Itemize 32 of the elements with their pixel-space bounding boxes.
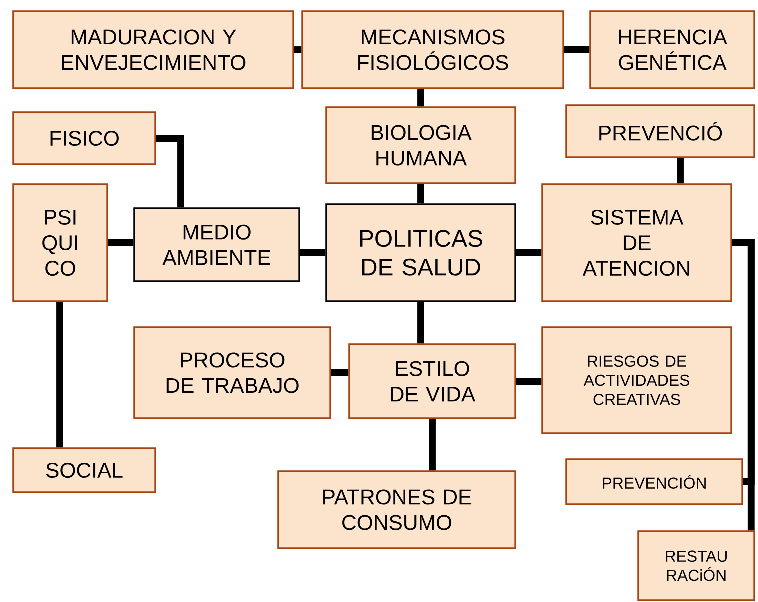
connector-line [429, 419, 436, 471]
connector-line [156, 135, 184, 208]
connector-line [294, 46, 302, 54]
concept-box: PREVENCIÓN [566, 458, 744, 506]
connector-line [300, 250, 326, 256]
concept-box: HERENCIA GENÉTICA [590, 10, 756, 90]
connector-line [564, 46, 590, 54]
concept-box: RESTAU RACiÓN [638, 530, 756, 602]
concept-box: MECANISMOS FISIOLÓGICOS [302, 10, 564, 90]
concept-box: SOCIAL [12, 448, 156, 494]
concept-box: MEDIO AMBIENTE [134, 208, 300, 282]
connector-line [418, 89, 424, 107]
connector-line [516, 250, 542, 256]
connector-line [56, 302, 64, 448]
concept-box: PSI QUI CO [12, 184, 108, 302]
concept-box: PROCESO DE TRABAJO [134, 326, 332, 420]
connector-line [516, 378, 542, 385]
concept-box: BIOLOGIA HUMANA [326, 106, 516, 184]
concept-box: ESTILO DE VIDA [348, 344, 516, 420]
concept-box: PATRONES DE CONSUMO [278, 470, 516, 550]
concept-box: SISTEMA DE ATENCION [542, 184, 732, 302]
concept-box: RIESGOS DE ACTIVIDADES CREATIVAS [542, 326, 732, 434]
connector-line [418, 184, 424, 204]
concept-box: PREVENCIÓ [566, 104, 756, 158]
concept-box: MADURACION Y ENVEJECIMIENTO [12, 10, 294, 90]
concept-box: FISICO [12, 112, 156, 166]
connector-line [331, 370, 349, 376]
connector-line [418, 302, 424, 344]
connector-line [732, 240, 755, 531]
concept-box: POLITICAS DE SALUD [326, 204, 516, 302]
connector-line [677, 158, 684, 184]
connector-line [108, 240, 134, 246]
